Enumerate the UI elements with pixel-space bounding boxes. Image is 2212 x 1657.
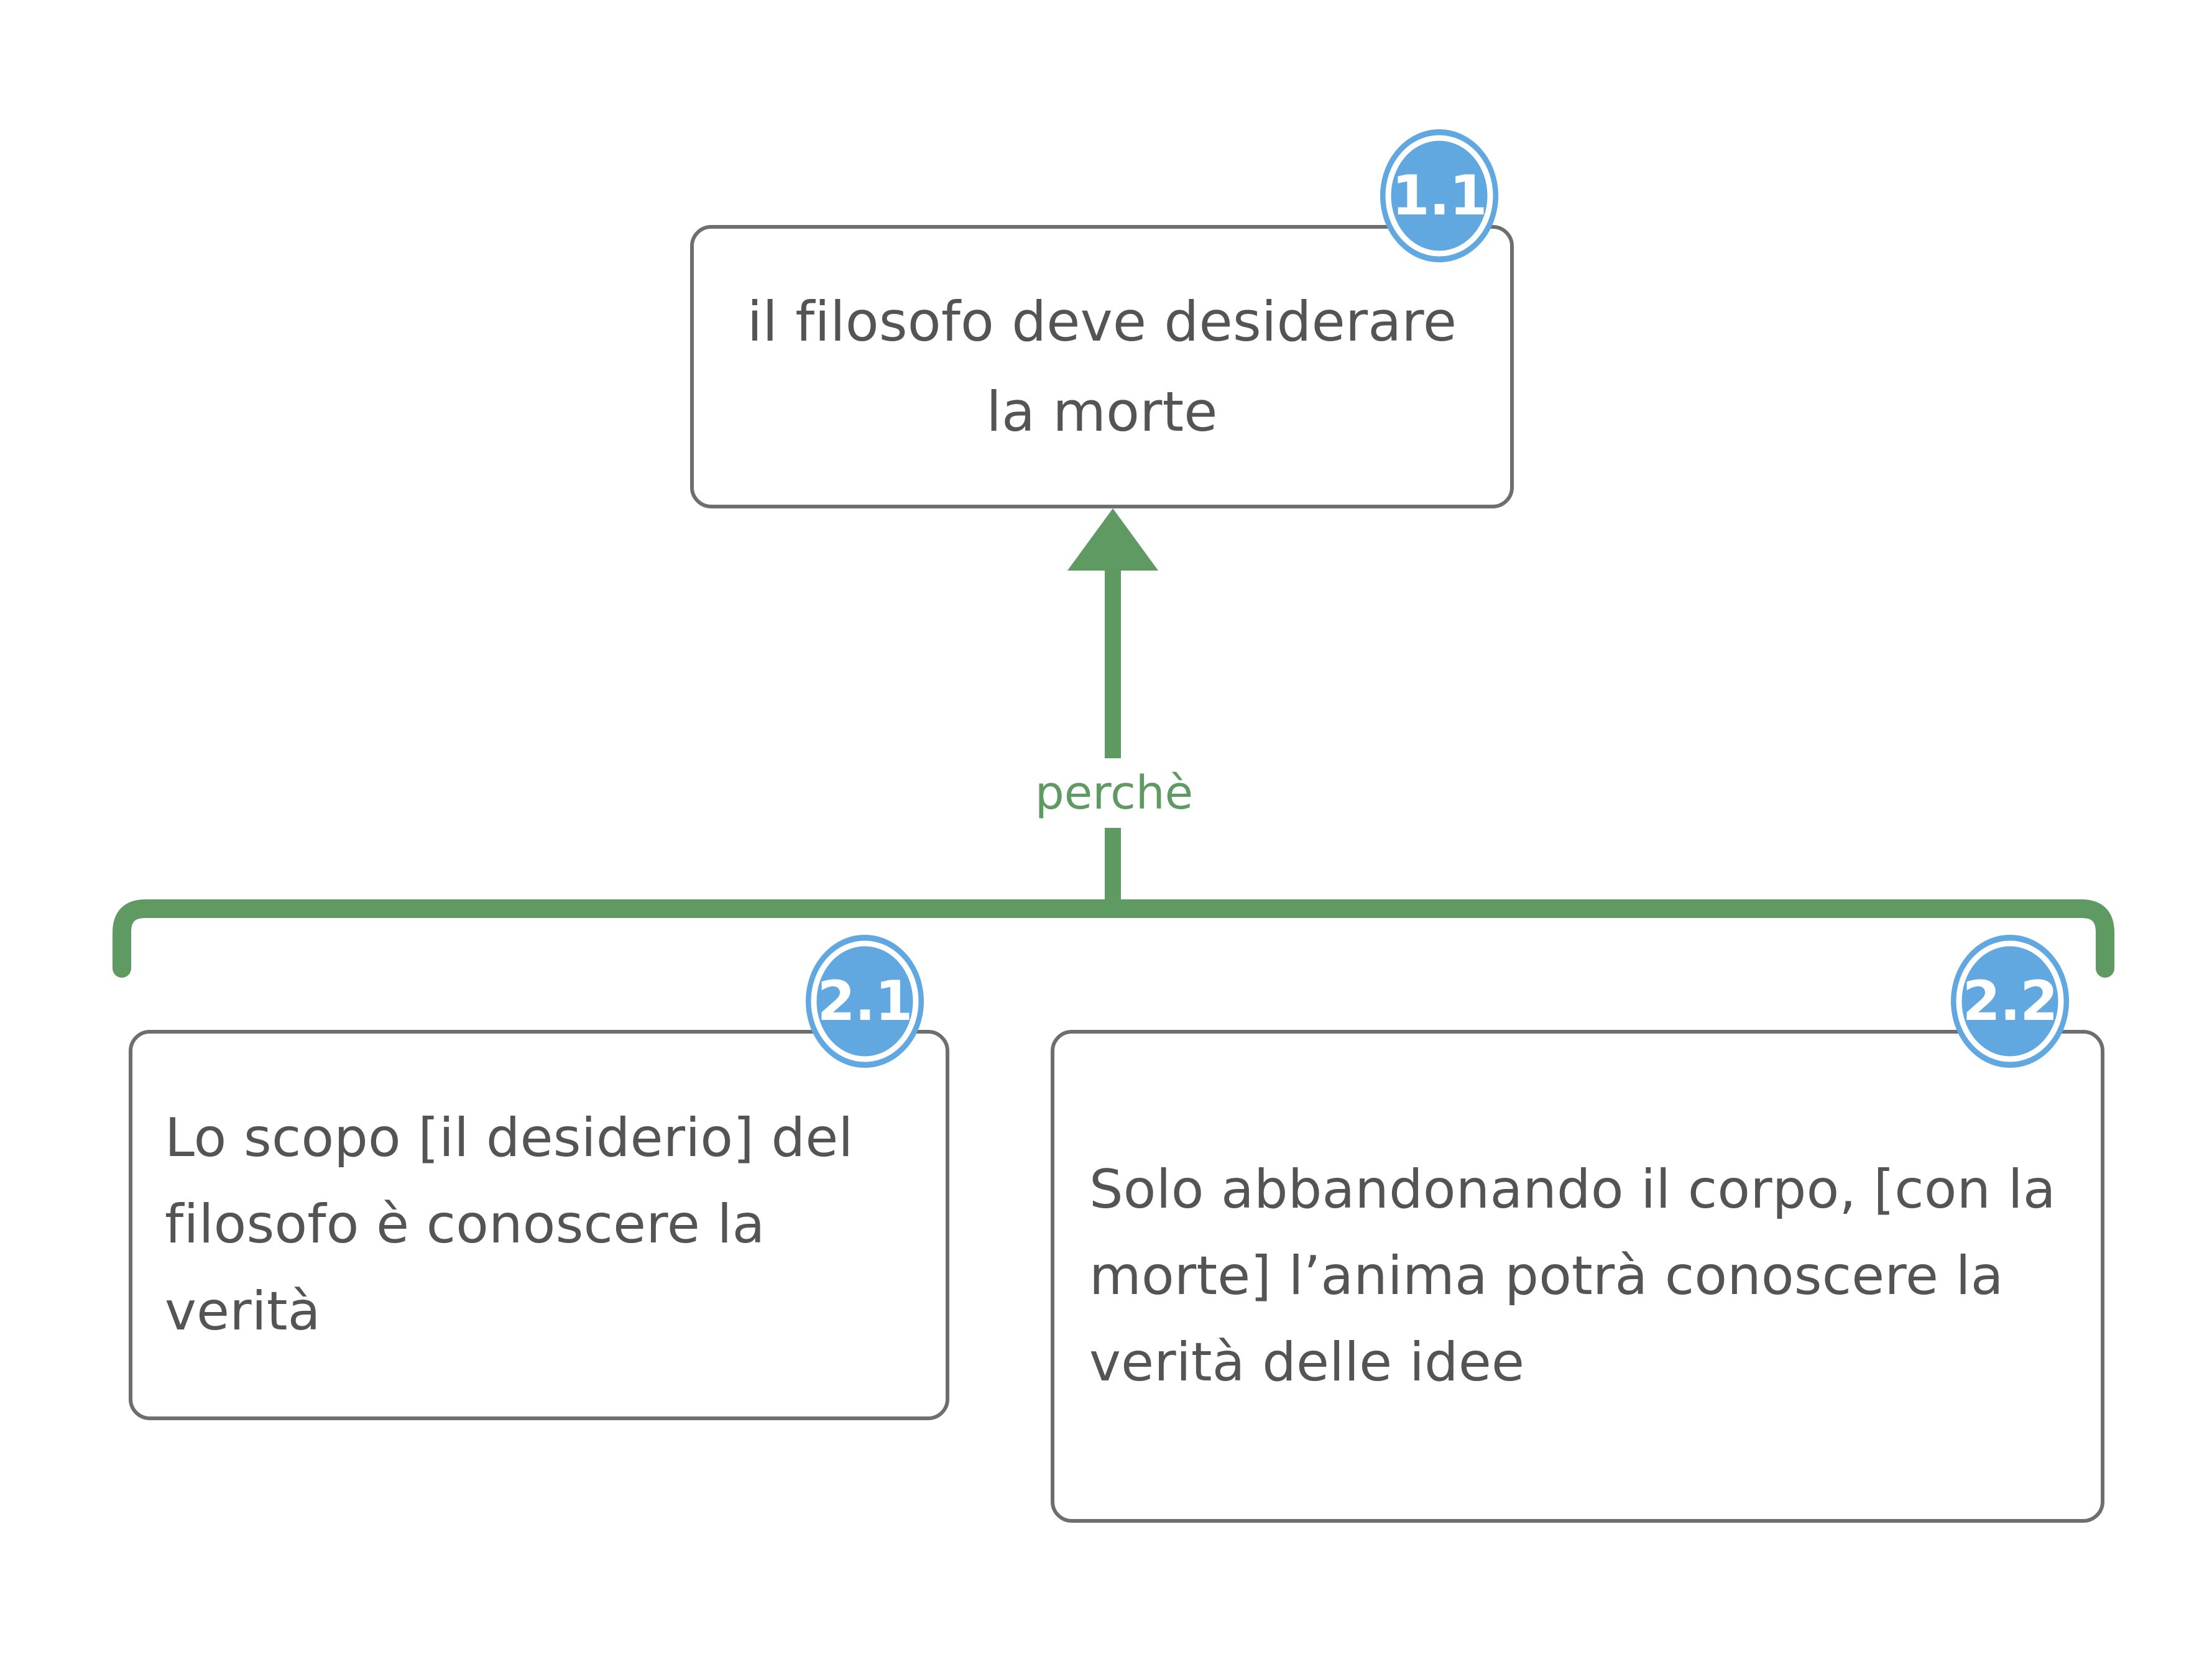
- node-box-1-1[interactable]: il filosofo deve desiderare la morte: [690, 225, 1514, 508]
- edge-arrowhead-up: [1067, 508, 1158, 571]
- node-text-2-2: Solo abbandonando il corpo, [con la mort…: [1089, 1158, 2056, 1394]
- edge-label-perche: perchè: [1008, 758, 1220, 828]
- node-badge-label-2-2: 2.2: [1962, 969, 2058, 1033]
- edge-bracket-children: [113, 899, 2114, 978]
- node-box-2-2[interactable]: Solo abbandonando il corpo, [con la mort…: [1051, 1030, 2104, 1523]
- node-badge-2-2[interactable]: 2.2: [1946, 930, 2074, 1073]
- node-badge-label-1-1: 1.1: [1391, 163, 1488, 227]
- node-badge-2-1[interactable]: 2.1: [801, 930, 929, 1073]
- badge-ellipse-icon: [806, 935, 924, 1068]
- node-box-2-1[interactable]: Lo scopo [il desiderio] del filosofo è c…: [129, 1030, 949, 1420]
- badge-ellipse-icon: [1380, 129, 1498, 262]
- node-badge-1-1[interactable]: 1.1: [1375, 124, 1503, 267]
- node-badge-label-2-1: 2.1: [817, 969, 913, 1033]
- node-text-1-1: il filosofo deve desiderare la morte: [747, 289, 1457, 444]
- badge-ellipse-icon: [1951, 935, 2069, 1068]
- node-text-2-1: Lo scopo [il desiderio] del filosofo è c…: [165, 1107, 854, 1343]
